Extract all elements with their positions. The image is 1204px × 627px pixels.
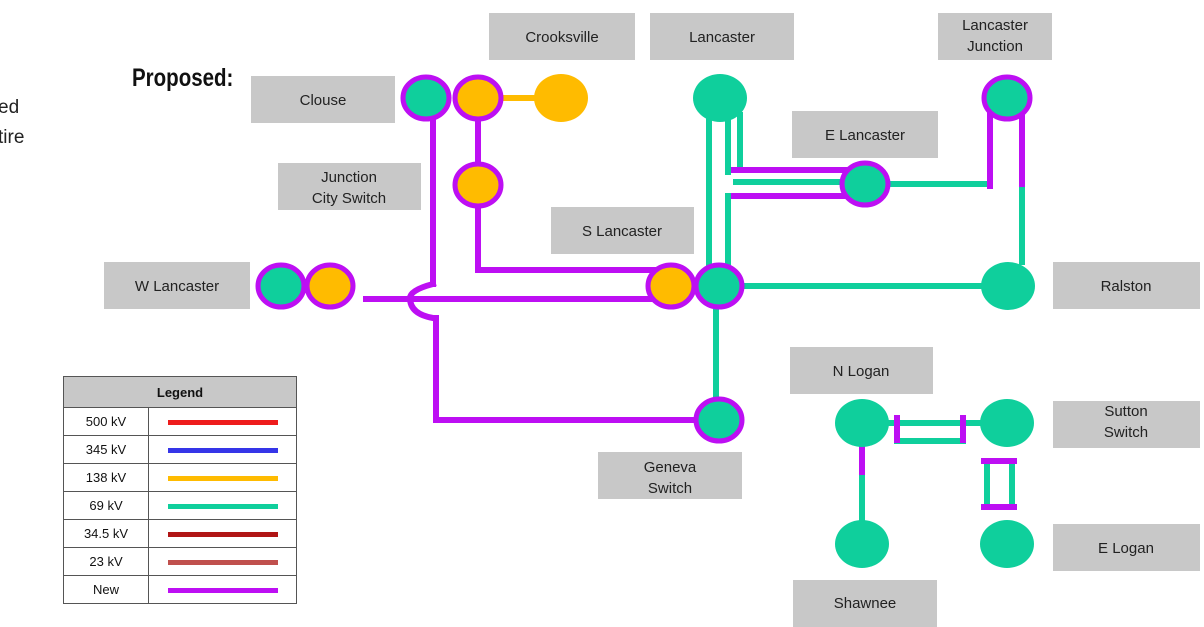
node-sutton-switch [980, 399, 1034, 447]
legend-row: 138 kV [63, 463, 297, 492]
label-w-lancaster: W Lancaster [135, 278, 219, 295]
node-crooksville-138-a [452, 74, 504, 122]
label-box-clouse [251, 76, 395, 123]
label-shawnee: Shawnee [834, 595, 897, 612]
legend-label: New [63, 575, 149, 604]
legend-label: 345 kV [63, 435, 149, 464]
label-geneva-switch-line2: Switch [648, 480, 692, 497]
legend-swatch-500kv [167, 420, 278, 426]
legend-swatch-34-5kv [167, 532, 278, 538]
legend-header: Legend [63, 376, 297, 408]
node-shawnee [835, 520, 889, 568]
label-junction-city-line2: City Switch [312, 190, 386, 207]
legend-row: 500 kV [63, 407, 297, 436]
legend-label: 138 kV [63, 463, 149, 492]
legend-label: 69 kV [63, 491, 149, 520]
label-box-n-logan [790, 347, 933, 394]
label-box-crooksville [489, 13, 635, 60]
label-sutton-switch-line1: Sutton [1104, 403, 1147, 420]
node-e-logan [980, 520, 1034, 568]
node-s-lancaster-138 [645, 262, 697, 310]
label-e-lancaster: E Lancaster [825, 127, 905, 144]
label-lancaster-junction-line1: Lancaster [962, 17, 1028, 34]
label-ralston: Ralston [1101, 278, 1152, 295]
node-lancaster [693, 74, 747, 122]
label-junction-city-line1: Junction [321, 169, 377, 186]
label-sutton-switch-line2: Switch [1104, 424, 1148, 441]
label-box-lancaster [650, 13, 794, 60]
node-e-lancaster [839, 160, 891, 208]
legend-row: New [63, 575, 297, 604]
legend-swatch-138kv [167, 476, 278, 482]
label-box-s-lancaster [551, 207, 694, 254]
node-geneva-switch [693, 396, 745, 444]
label-box-e-lancaster [792, 111, 938, 158]
legend-swatch-69kv [167, 504, 278, 510]
node-junction-city-switch [452, 161, 504, 209]
label-box-shawnee [793, 580, 937, 627]
node-w-lancaster [255, 262, 307, 310]
legend-swatch-345kv [167, 448, 278, 454]
node-lancaster-junction [981, 74, 1033, 122]
node-w-lancaster-138 [304, 262, 356, 310]
label-box-sutton-switch [1053, 401, 1200, 448]
legend-row: 34.5 kV [63, 519, 297, 548]
label-crooksville: Crooksville [525, 29, 598, 46]
legend-row: 69 kV [63, 491, 297, 520]
node-n-logan [835, 399, 889, 447]
label-box-lancaster-junction [938, 13, 1052, 60]
label-lancaster-junction-line2: Junction [967, 38, 1023, 55]
node-crooksville [534, 74, 588, 122]
node-s-lancaster [693, 262, 745, 310]
label-box-w-lancaster [104, 262, 250, 309]
legend-label: 23 kV [63, 547, 149, 576]
label-clouse: Clouse [300, 92, 347, 109]
proposed-title: Proposed: [132, 64, 234, 92]
label-s-lancaster: S Lancaster [582, 223, 662, 240]
label-geneva-switch-line1: Geneva [644, 459, 697, 476]
node-ralston [981, 262, 1035, 310]
label-lancaster: Lancaster [689, 29, 755, 46]
legend-label: 500 kV [63, 407, 149, 436]
legend-swatch-new [167, 588, 278, 594]
label-e-logan: E Logan [1098, 540, 1154, 557]
node-clouse [400, 74, 452, 122]
legend-row: 23 kV [63, 547, 297, 576]
legend-label: 34.5 kV [63, 519, 149, 548]
legend-row: 345 kV [63, 435, 297, 464]
cut-off-text-fragment: ed [0, 97, 20, 118]
label-box-geneva-switch [598, 452, 742, 499]
legend: Legend 500 kV 345 kV 138 kV 69 kV 34.5 k… [63, 376, 297, 604]
label-n-logan: N Logan [833, 363, 890, 380]
label-box-junction-city-switch [278, 163, 421, 210]
legend-swatch-23kv [167, 560, 278, 566]
label-box-ralston [1053, 262, 1200, 309]
cut-off-text-fragment: tire [0, 127, 25, 148]
label-box-e-logan [1053, 524, 1200, 571]
